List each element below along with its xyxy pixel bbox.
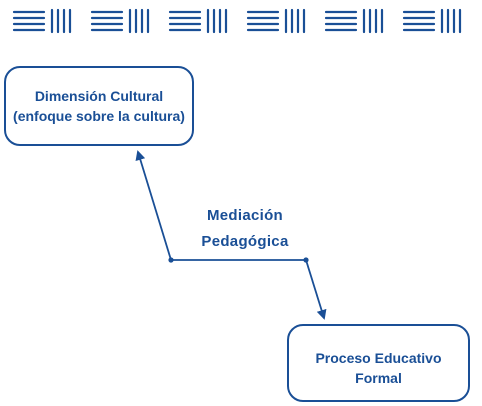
center-label-line2: Pedagógica — [201, 233, 289, 250]
ornament-bars — [50, 8, 72, 34]
ornament-lines — [12, 10, 46, 32]
junction-dot-right — [303, 257, 309, 263]
center-label-line1: Mediación — [206, 207, 284, 224]
node-proceso-line1: Proceso Educativo — [315, 350, 442, 366]
center-label-mediacion: Mediación Pedagógica — [170, 203, 320, 255]
node-dimension-cultural: Dimensión Cultural (enfoque sobre la cul… — [4, 66, 194, 146]
node-proceso-line2: Formal — [355, 370, 402, 386]
header-ornament — [12, 8, 462, 34]
node-proceso-educativo: Proceso Educativo Formal — [287, 324, 470, 402]
arrow-to-cultural — [135, 150, 172, 261]
arrow-to-proceso — [305, 259, 327, 320]
junction-dot-left — [168, 257, 174, 263]
node-cultural-line2: (enfoque sobre la cultura) — [13, 108, 185, 124]
node-cultural-line1: Dimensión Cultural — [34, 88, 164, 104]
